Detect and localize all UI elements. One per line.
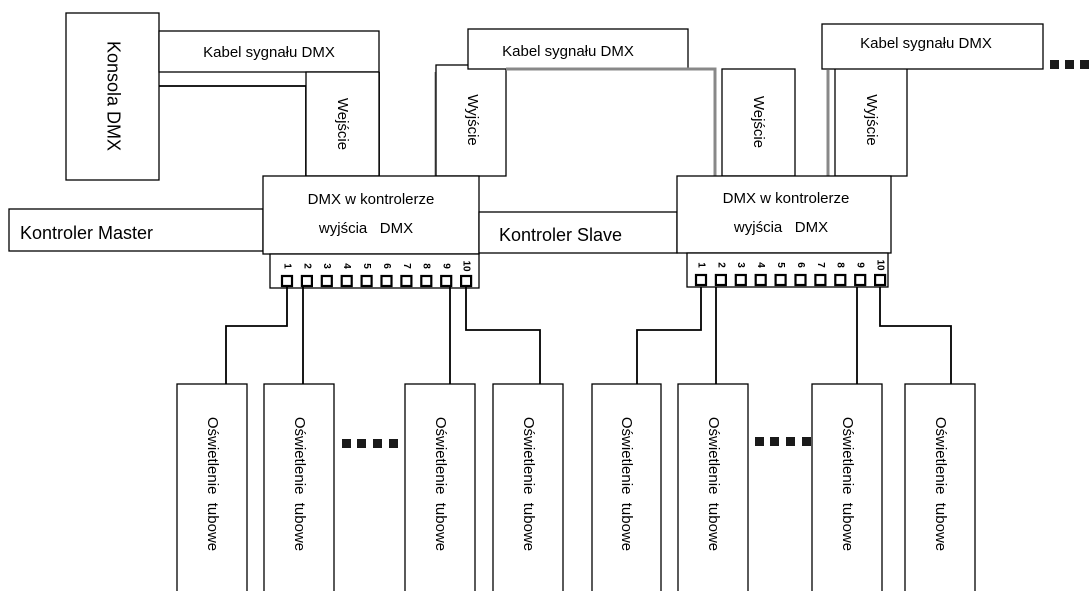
terminal-number: 9 — [855, 262, 866, 268]
terminal-number: 5 — [775, 262, 786, 268]
terminal-number: 8 — [835, 262, 846, 268]
light-label: Oświetlenie tubowe — [618, 417, 635, 551]
slave-output-label: Wyjście — [863, 94, 880, 146]
terminal-number: 1 — [695, 262, 706, 268]
master-input-label: Wejście — [334, 98, 351, 150]
slave-controller-line1: DMX w kontrolerze — [723, 190, 850, 207]
master-output-label: Wyjście — [464, 94, 481, 146]
terminal-number: 6 — [381, 263, 392, 269]
terminal-number: 9 — [441, 263, 452, 269]
terminal-contact — [460, 274, 473, 288]
light-label: Oświetlenie tubowe — [291, 417, 308, 551]
master-controller-line2: wyjścia DMX — [318, 220, 413, 237]
terminal-contact — [794, 273, 807, 287]
slave-name-label: Kontroler Slave — [499, 225, 622, 245]
terminal-number: 5 — [361, 263, 372, 269]
light-label: Oświetlenie tubowe — [432, 417, 449, 551]
light-6: Oświetlenie tubowe — [677, 383, 749, 591]
terminal-contact — [694, 273, 708, 287]
slave-terminals: 1 2 3 4 5 6 7 8 9 10 — [694, 259, 887, 287]
light-label: Oświetlenie tubowe — [705, 417, 722, 551]
light-7: Oświetlenie tubowe — [811, 383, 883, 591]
light-label: Oświetlenie tubowe — [204, 417, 221, 551]
master-name-box — [8, 208, 264, 252]
slave-input-port — [721, 68, 796, 177]
terminal-number: 4 — [755, 262, 766, 268]
wire-master-t1 — [225, 287, 288, 384]
wire-master-to-slave — [506, 67, 717, 176]
light-1: Oświetlenie tubowe — [176, 383, 248, 591]
slave-controller-box — [676, 175, 892, 254]
terminal-contact — [440, 274, 453, 288]
light-3: Oświetlenie tubowe — [404, 383, 476, 591]
light-label: Oświetlenie tubowe — [520, 417, 537, 551]
terminal-number: 3 — [735, 262, 746, 268]
light-2: Oświetlenie tubowe — [263, 383, 335, 591]
terminal-number: 7 — [815, 262, 826, 268]
console-label: Konsola DMX — [103, 41, 123, 151]
light-label: Oświetlenie tubowe — [839, 417, 856, 551]
cable-label-box-1 — [158, 30, 380, 73]
master-output-port — [435, 64, 507, 177]
terminal-contact — [420, 274, 433, 288]
terminal-number: 2 — [301, 263, 312, 269]
master-name-label: Kontroler Master — [20, 223, 153, 243]
terminal-number: 6 — [795, 262, 806, 268]
master-terminals: 1 2 3 4 5 6 7 8 9 10 — [280, 260, 473, 288]
terminal-contact — [734, 273, 747, 287]
terminal-contact — [320, 274, 333, 288]
terminal-number: 10 — [460, 260, 471, 272]
cable-label-2: Kabel sygnału DMX — [502, 43, 634, 60]
cable-label-box-3 — [821, 23, 1044, 70]
terminal-number: 8 — [421, 263, 432, 269]
master-controller-box — [262, 175, 480, 255]
light-4: Oświetlenie tubowe — [492, 383, 564, 591]
terminal-number: 3 — [321, 263, 332, 269]
terminal-number: 7 — [401, 263, 412, 269]
terminal-contact — [814, 273, 827, 287]
cable-label-3: Kabel sygnału DMX — [860, 35, 992, 52]
terminal-contact — [873, 273, 887, 287]
light-8: Oświetlenie tubowe — [904, 383, 976, 591]
terminal-contact — [754, 273, 767, 287]
terminal-contact — [834, 273, 847, 287]
continuation-dots-slave — [755, 437, 811, 446]
terminal-contact — [774, 273, 787, 287]
terminal-number: 10 — [874, 259, 885, 271]
cable-label-1: Kabel sygnału DMX — [203, 44, 335, 61]
light-label: Oświetlenie tubowe — [932, 417, 949, 551]
terminal-contact — [360, 274, 373, 288]
light-5: Oświetlenie tubowe — [591, 383, 662, 591]
terminal-contact — [280, 274, 294, 288]
slave-output-port — [834, 66, 908, 177]
wire-master-t10 — [465, 287, 541, 384]
terminal-contact — [380, 274, 393, 288]
continuation-dots-top — [1050, 60, 1089, 69]
terminal-number: 4 — [341, 263, 352, 269]
wire-slave-t10 — [879, 287, 952, 384]
terminal-number: 2 — [715, 262, 726, 268]
terminal-number: 1 — [281, 263, 292, 269]
terminal-contact — [854, 273, 867, 287]
cable-label-box-2 — [467, 28, 689, 70]
master-controller-line1: DMX w kontrolerze — [308, 191, 435, 208]
wire-console-to-input — [159, 85, 307, 176]
slave-input-label: Wejście — [750, 96, 767, 148]
slave-name-box — [478, 211, 678, 254]
terminal-contact — [300, 274, 313, 288]
wire-slave-t1 — [636, 287, 702, 384]
continuation-dots-master — [342, 439, 398, 448]
console-box — [65, 12, 160, 181]
slave-controller-line2: wyjścia DMX — [733, 219, 828, 236]
terminal-contact — [400, 274, 413, 288]
terminal-contact — [340, 274, 353, 288]
terminal-contact — [714, 273, 728, 287]
